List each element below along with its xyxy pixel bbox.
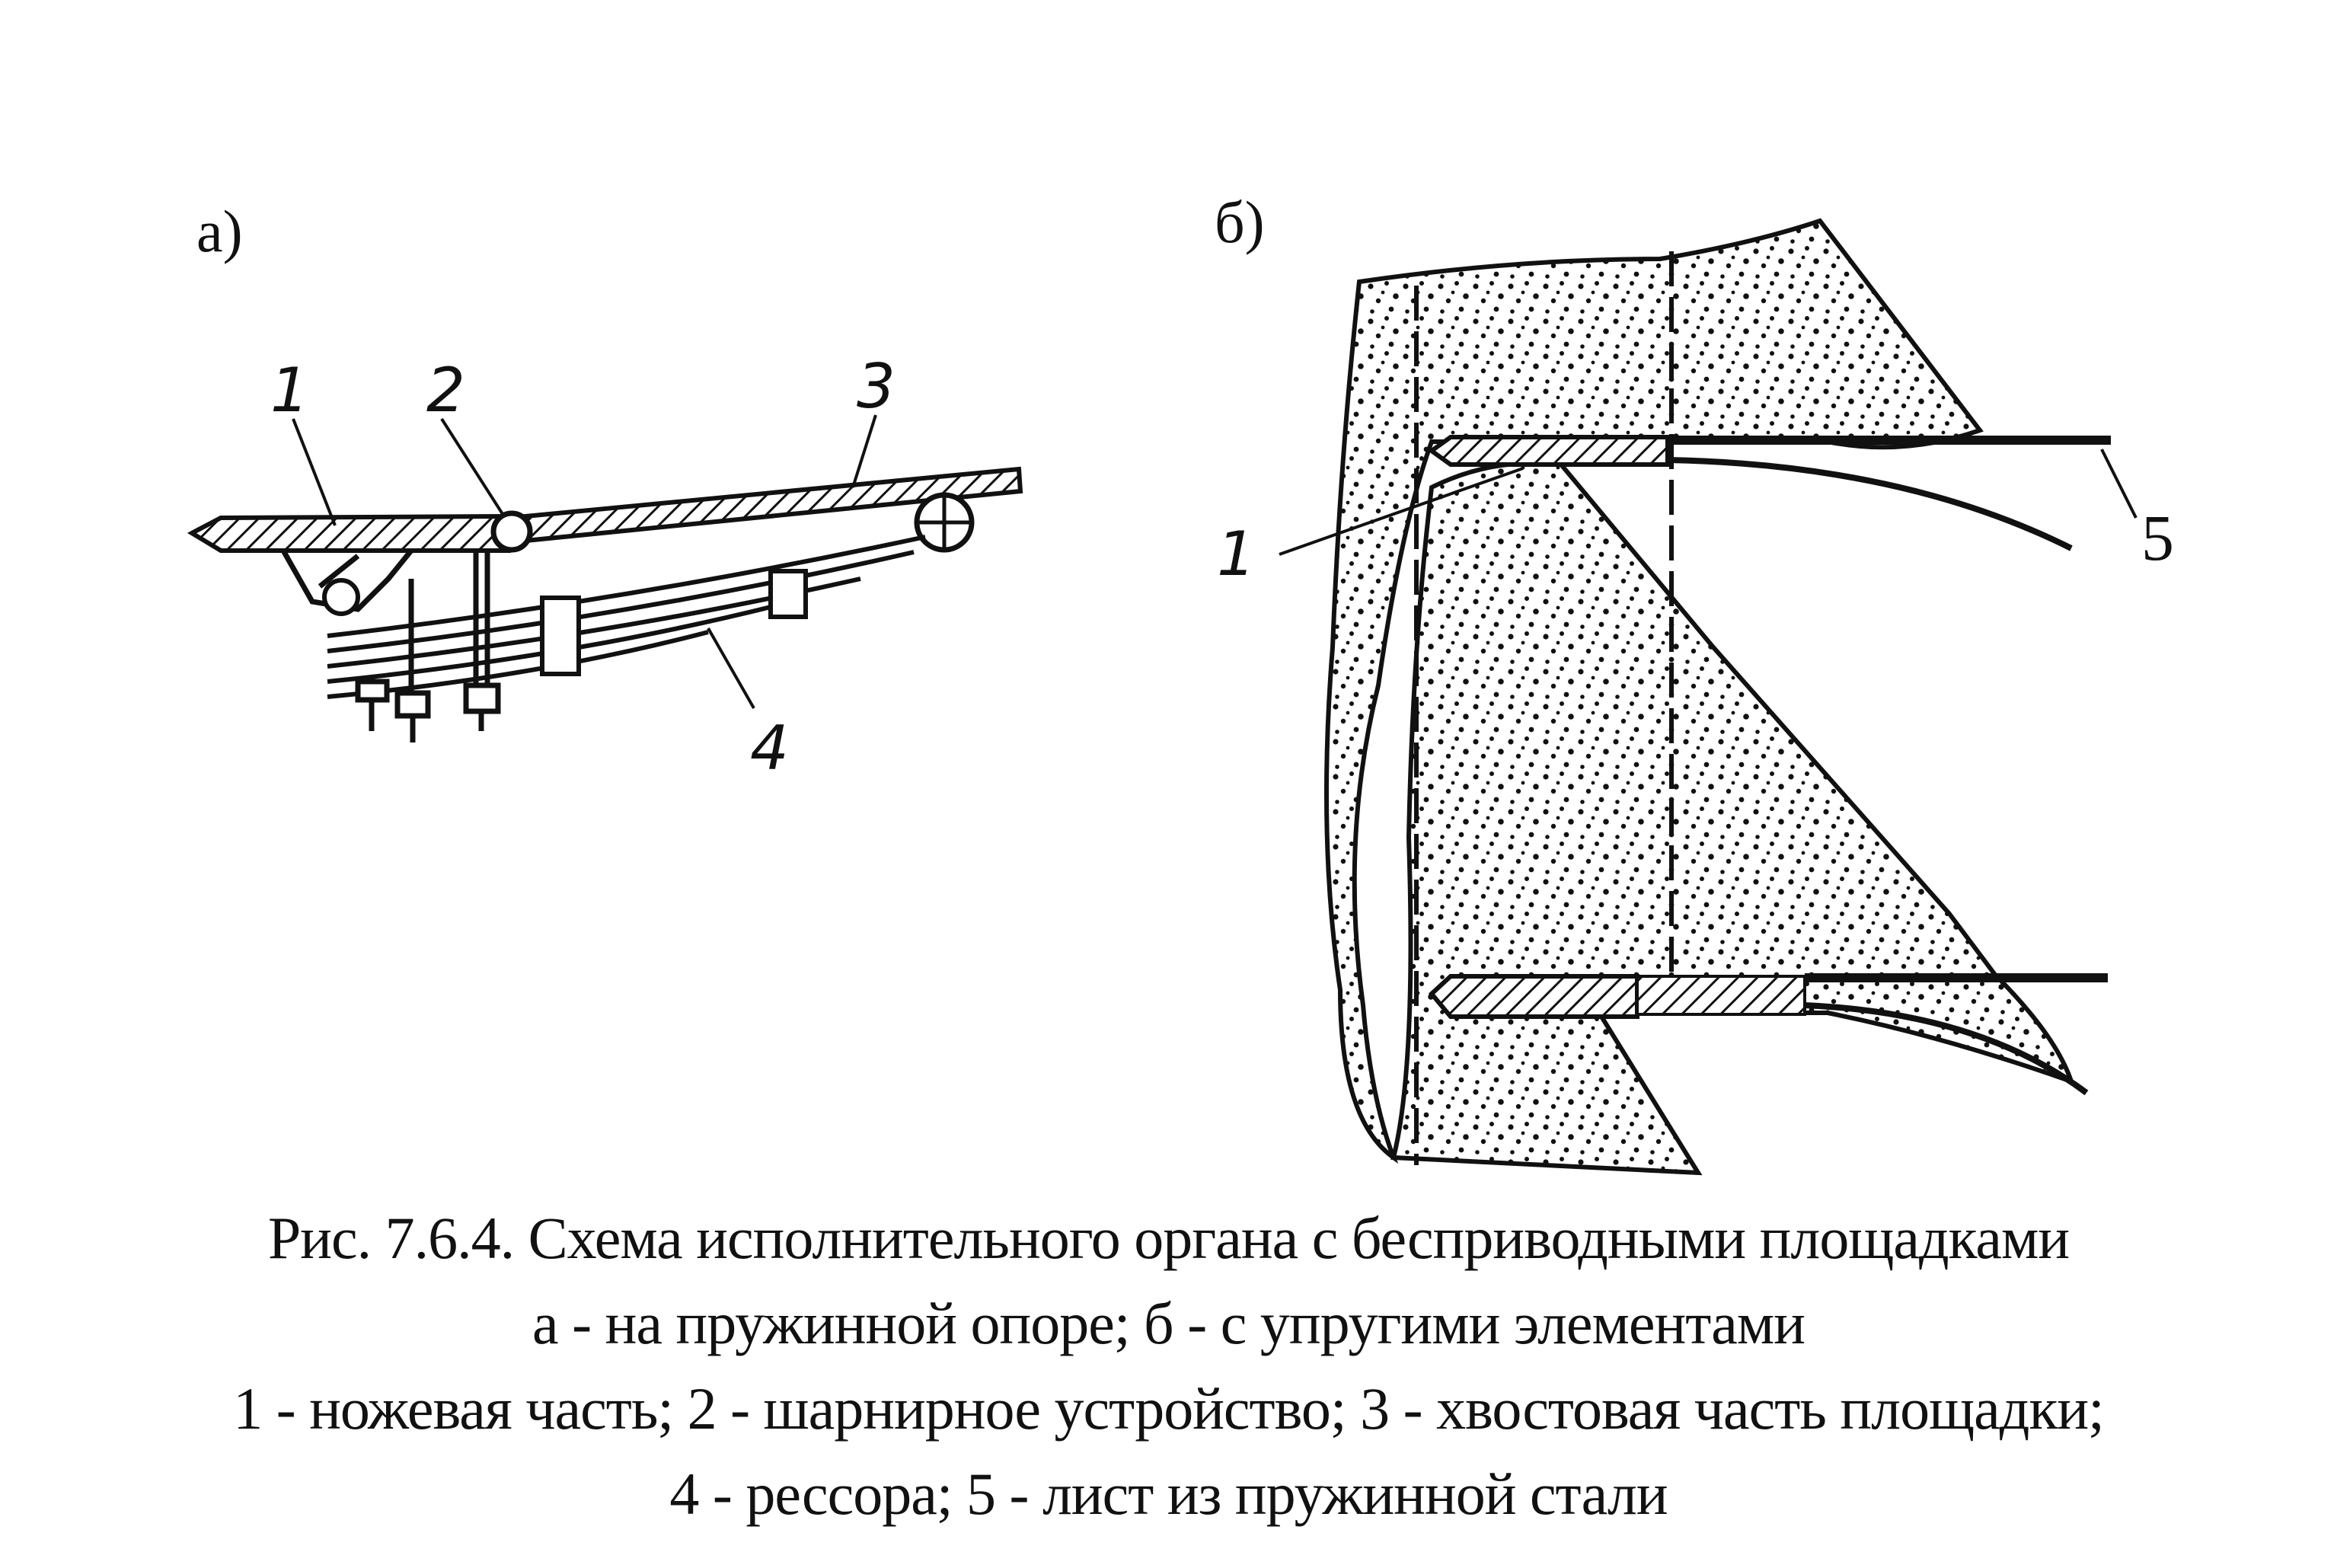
panel-a-label: а) (196, 198, 243, 264)
caption-line-1: Рис. 7.6.4. Схема исполнительного органа… (267, 1205, 2070, 1271)
leader-lines-a (292, 414, 877, 709)
caption-line-3: 1 - ножевая часть; 2 - шарнирное устройс… (233, 1375, 2105, 1442)
part-label-1: 1 (270, 355, 309, 426)
panel-b-label: б) (1215, 189, 1265, 255)
knife-part-lower (1428, 974, 1639, 1019)
knife-part-upper (1427, 435, 1670, 467)
knife-part (187, 513, 511, 553)
caption-line-2: а - на пружинной опоре; б - с упругими э… (532, 1290, 1805, 1356)
panel-a: а) (187, 198, 1023, 784)
material-body-lower (1390, 461, 2075, 1176)
part-label-5: 5 (2141, 501, 2174, 574)
figure-caption: Рис. 7.6.4. Схема исполнительного органа… (0, 1196, 2337, 1537)
caption-line-4: 4 - рессора; 5 - лист из пружинной стали (669, 1461, 1668, 1527)
material-body-upper (1324, 218, 1984, 1164)
part-label-1b: 1 (1217, 519, 1256, 589)
leaf-spring (327, 535, 926, 699)
leader-lines-b (1279, 449, 2137, 556)
panel-b: б) 1 5 (1215, 189, 2174, 1176)
part-label-3: 3 (857, 351, 896, 422)
part-label-2: 2 (426, 355, 465, 426)
bracket (280, 548, 413, 612)
part-label-4: 4 (750, 713, 789, 784)
hinge-device (490, 510, 533, 553)
center-lines (1414, 251, 1674, 1165)
clamp-bolts (355, 551, 501, 742)
